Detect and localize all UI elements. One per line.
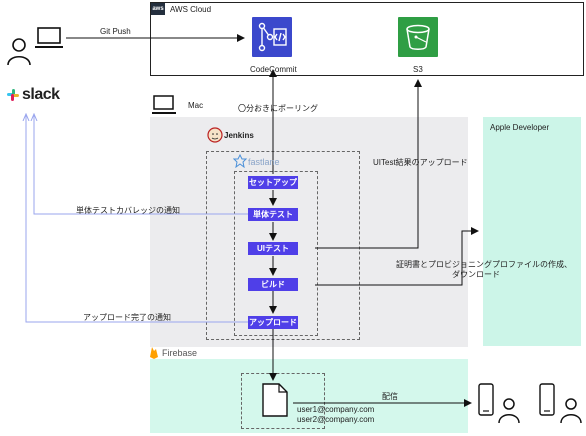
mac-region	[150, 117, 468, 347]
jenkins-icon	[207, 127, 223, 143]
s3-label: S3	[413, 65, 423, 74]
coverage-notice-label: 単体テストカバレッジの通知	[76, 206, 180, 215]
git-push-label: Git Push	[100, 27, 131, 36]
phone-icon-2	[539, 383, 555, 416]
user-person-icon-1	[498, 398, 520, 424]
fastlane-icon	[233, 154, 247, 168]
mac-laptop-icon	[152, 95, 176, 114]
aws-cloud-label: AWS Cloud	[170, 5, 212, 14]
jenkins-container	[206, 151, 360, 340]
distribution-label: 配信	[382, 392, 398, 401]
firebase-region	[150, 359, 468, 433]
codecommit-label: CodeCommit	[250, 65, 297, 74]
s3-bucket-icon	[398, 17, 438, 57]
polling-label: 〇分おきにポーリング	[238, 104, 318, 113]
jenkins-label: Jenkins	[224, 131, 254, 140]
laptop-icon	[35, 27, 63, 48]
mac-label: Mac	[188, 101, 204, 110]
fastlane-container	[234, 171, 318, 336]
step-setup: セットアップ	[248, 176, 298, 189]
step-upload: アップロード	[248, 316, 298, 329]
aws-logo: aws	[151, 3, 165, 15]
developer-person-icon	[7, 38, 31, 66]
user2-email: user2@company.com	[297, 415, 375, 424]
user-person-icon-2	[560, 398, 582, 424]
slack-wordmark: slack	[22, 86, 60, 103]
fastlane-label: fastlane	[248, 157, 280, 167]
slack-logo-icon	[7, 89, 19, 101]
aws-cloud-box	[150, 2, 584, 76]
cert-label-line2: ダウンロード	[452, 270, 500, 279]
cert-label-line1: 証明書とプロビジョニングプロファイルの作成、	[396, 260, 572, 269]
user1-email: user1@company.com	[297, 405, 375, 414]
app-file-icon	[262, 383, 288, 417]
step-build: ビルド	[248, 278, 298, 291]
firebase-distribution-container	[241, 373, 325, 429]
firebase-label: Firebase	[162, 348, 198, 358]
upload-notice-label: アップロード完了の通知	[83, 313, 171, 322]
uitest-upload-label: UITest結果のアップロード	[373, 158, 468, 167]
step-unit-test: 単体テスト	[248, 208, 298, 221]
codecommit-icon	[252, 17, 292, 57]
apple-developer-region	[483, 117, 581, 346]
apple-developer-label: Apple Developer	[490, 123, 550, 132]
phone-icon-1	[478, 383, 494, 416]
step-ui-test: UIテスト	[248, 242, 298, 255]
firebase-icon	[150, 347, 158, 359]
